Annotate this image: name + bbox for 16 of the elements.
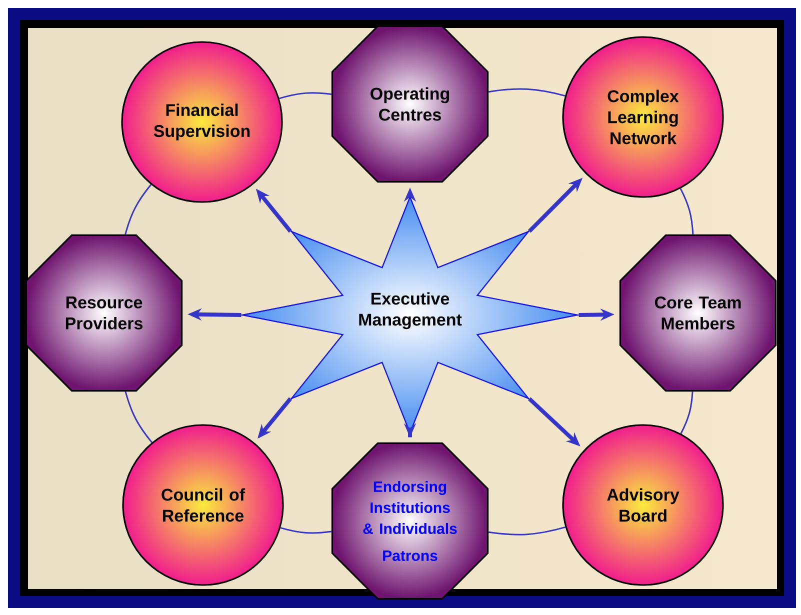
- ring-line: [488, 526, 566, 536]
- octagon-node: Resource Providers: [25, 234, 183, 392]
- ring-line: [124, 391, 152, 443]
- octagon-node: Operating Centres: [331, 25, 489, 183]
- circle-node: Advisory Board: [562, 424, 724, 586]
- ring-line: [680, 392, 694, 434]
- ring-line: [280, 527, 332, 534]
- circle-node: Financial Supervision: [121, 41, 283, 203]
- ring-line: [124, 184, 152, 235]
- circle-node: Complex Learning Network: [562, 36, 724, 198]
- ring-line: [680, 188, 694, 234]
- ring-line: [279, 92, 332, 100]
- ring-line: [488, 88, 566, 97]
- circle-node: Council of Reference: [122, 424, 284, 586]
- octagon-node: Core Team Members: [619, 234, 777, 392]
- octagon-node: Endorsing Institutions & Individuals Patrons: [331, 442, 489, 600]
